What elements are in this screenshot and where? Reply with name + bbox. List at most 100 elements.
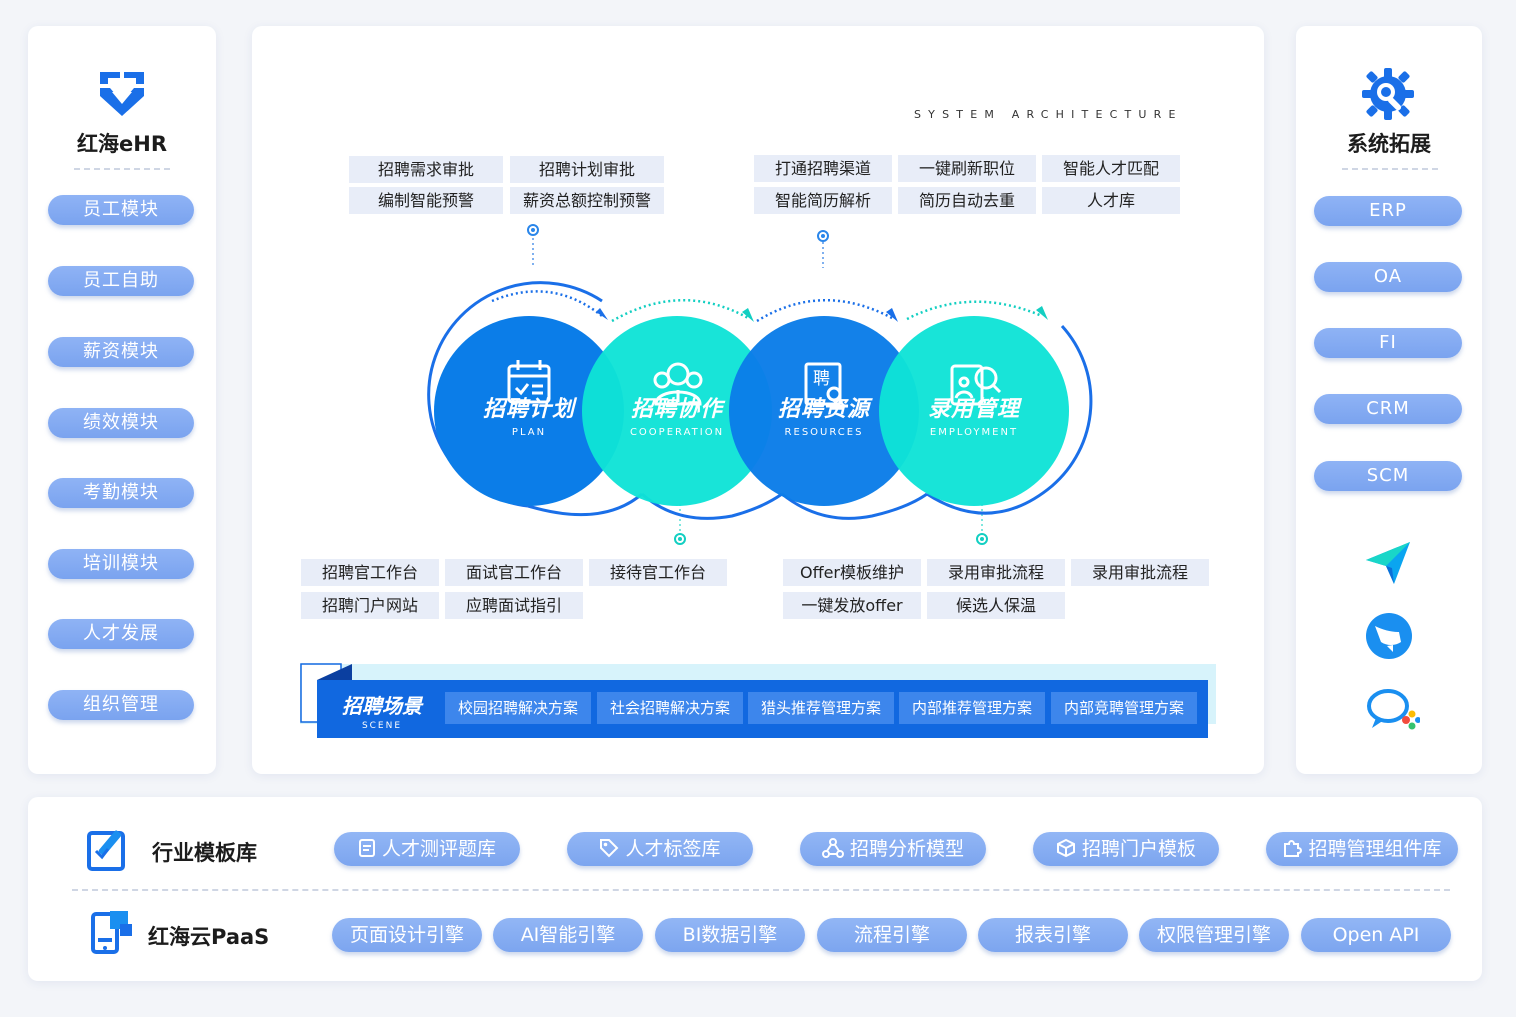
tag: 招聘官工作台 [301, 559, 439, 586]
circle-resources-subtitle: RESOURCES [784, 427, 864, 438]
ext-crm[interactable]: CRM [1314, 394, 1462, 424]
circle-cooperation-label: 招聘协作 COOPERATION [612, 391, 742, 438]
module-salary[interactable]: 薪资模块 [48, 337, 194, 367]
checklist-calendar-icon [507, 360, 551, 404]
module-employee[interactable]: 员工模块 [48, 195, 194, 225]
tag: 一键发放offer [783, 592, 921, 619]
template-talent-tags-label: 人才标签库 [625, 838, 721, 860]
tag: 接待官工作台 [589, 559, 727, 586]
template-talent-assessment-label: 人才测评题库 [381, 838, 496, 860]
tag: 录用审批流程 [927, 559, 1065, 586]
chat-bubbles-icon[interactable] [1366, 686, 1420, 732]
ext-oa[interactable]: OA [1314, 262, 1462, 292]
puzzle-icon [1284, 839, 1303, 857]
engine-report[interactable]: 报表引擎 [978, 918, 1128, 952]
tag: Offer模板维护 [783, 559, 921, 586]
process-circles-diagram: 聘 [427, 224, 1093, 545]
engine-permission[interactable]: 权限管理引擎 [1139, 918, 1289, 952]
tag: 简历自动去重 [898, 187, 1036, 214]
circle-employment-label: 录用管理 EMPLOYMENT [909, 391, 1039, 438]
connector-top-left [527, 224, 539, 266]
circle-resources-title: 招聘资源 [777, 397, 870, 422]
scene-title: 招聘场景 [342, 694, 422, 718]
template-library-title: 行业模板库 [152, 841, 257, 865]
resume-icon: 聘 [804, 362, 848, 408]
team-icon [653, 362, 703, 406]
tag: 智能简历解析 [754, 187, 892, 214]
connector-top-right [817, 230, 829, 268]
divider [1342, 168, 1438, 170]
circle-resources-label: 招聘资源 RESOURCES [759, 391, 889, 438]
engine-ai[interactable]: AI智能引擎 [493, 918, 643, 952]
circle-employment-title: 录用管理 [927, 397, 1020, 422]
paas-icon [91, 911, 132, 954]
circle-plan [434, 316, 624, 506]
document-icon [358, 838, 375, 857]
ehr-logo-icon [100, 72, 144, 116]
template-talent-tags[interactable]: 人才标签库 [567, 832, 753, 866]
center-panel-architecture: SYSTEM ARCHITECTURE 招聘需求审批 招聘计划审批 编制智能预警… [252, 26, 1264, 774]
connector-bottom-left [674, 504, 686, 545]
system-extension-title: 系统拓展 [1347, 132, 1431, 156]
paper-plane-icon[interactable] [1364, 538, 1414, 588]
tag: 招聘门户网站 [301, 592, 439, 619]
tag: 应聘面试指引 [445, 592, 583, 619]
ehr-title: 红海eHR [77, 132, 167, 156]
svg-text:聘: 聘 [813, 369, 830, 389]
paas-title: 红海云PaaS [148, 925, 270, 949]
scene-campus[interactable]: 校园招聘解决方案 [445, 692, 591, 724]
template-recruit-portal[interactable]: 招聘门户模板 [1033, 832, 1219, 866]
ext-scm[interactable]: SCM [1314, 461, 1462, 491]
template-recruit-analysis[interactable]: 招聘分析模型 [800, 832, 986, 866]
right-panel-system-extension: 系统拓展 ERP OA FI CRM SCM [1296, 26, 1482, 774]
scene-internal-competition[interactable]: 内部竞聘管理方案 [1051, 692, 1197, 724]
bird-icon[interactable] [1365, 612, 1413, 660]
circle-employment [879, 316, 1069, 506]
circle-plan-label: 招聘计划 PLAN [464, 391, 594, 438]
engine-workflow[interactable]: 流程引擎 [817, 918, 967, 952]
circle-cooperation-title: 招聘协作 [630, 397, 723, 422]
scene-social[interactable]: 社会招聘解决方案 [597, 692, 743, 724]
scene-subtitle: SCENE [361, 721, 403, 731]
circle-cooperation [582, 316, 772, 506]
tag: 人才库 [1042, 187, 1180, 214]
module-organization[interactable]: 组织管理 [48, 690, 194, 720]
left-panel-ehr-modules: 红海eHR 员工模块 员工自助 薪资模块 绩效模块 考勤模块 培训模块 人才发展… [28, 26, 216, 774]
tag-icon [600, 838, 619, 857]
bottom-divider [72, 889, 1450, 891]
tag: 候选人保温 [927, 592, 1065, 619]
engine-bi[interactable]: BI数据引擎 [655, 918, 805, 952]
search-person-icon [950, 364, 1002, 406]
template-library-icon [87, 830, 125, 871]
scene-bar: 招聘场景 SCENE 校园招聘解决方案 社会招聘解决方案 猎头推荐管理方案 内部… [317, 680, 1208, 738]
tag: 面试官工作台 [445, 559, 583, 586]
network-icon [821, 837, 844, 858]
template-component-library[interactable]: 招聘管理组件库 [1266, 832, 1458, 866]
engine-open-api[interactable]: Open API [1301, 918, 1451, 952]
template-talent-assessment[interactable]: 人才测评题库 [334, 832, 520, 866]
connector-bottom-right [976, 504, 988, 545]
tag: 打通招聘渠道 [754, 155, 892, 182]
template-recruit-analysis-label: 招聘分析模型 [849, 838, 964, 860]
scene-internal-referral[interactable]: 内部推荐管理方案 [899, 692, 1045, 724]
template-recruit-portal-label: 招聘门户模板 [1081, 838, 1196, 860]
module-performance[interactable]: 绩效模块 [48, 408, 194, 438]
tag: 录用审批流程 [1071, 559, 1209, 586]
engine-page-design[interactable]: 页面设计引擎 [332, 918, 482, 952]
module-attendance[interactable]: 考勤模块 [48, 478, 194, 508]
ext-erp[interactable]: ERP [1314, 196, 1462, 226]
tag: 智能人才匹配 [1042, 155, 1180, 182]
scene-headhunter[interactable]: 猎头推荐管理方案 [748, 692, 894, 724]
circle-plan-subtitle: PLAN [511, 427, 547, 438]
tag: 薪资总额控制预警 [510, 187, 664, 214]
module-self-service[interactable]: 员工自助 [48, 266, 194, 296]
tag: 招聘需求审批 [349, 156, 503, 183]
module-talent-development[interactable]: 人才发展 [48, 619, 194, 649]
scene-label: 招聘场景 SCENE [337, 690, 427, 731]
template-component-library-label: 招聘管理组件库 [1308, 838, 1442, 860]
circle-employment-subtitle: EMPLOYMENT [929, 427, 1019, 438]
tag: 一键刷新职位 [898, 155, 1036, 182]
module-training[interactable]: 培训模块 [48, 549, 194, 579]
ext-fi[interactable]: FI [1314, 328, 1462, 358]
tag: 编制智能预警 [349, 187, 503, 214]
